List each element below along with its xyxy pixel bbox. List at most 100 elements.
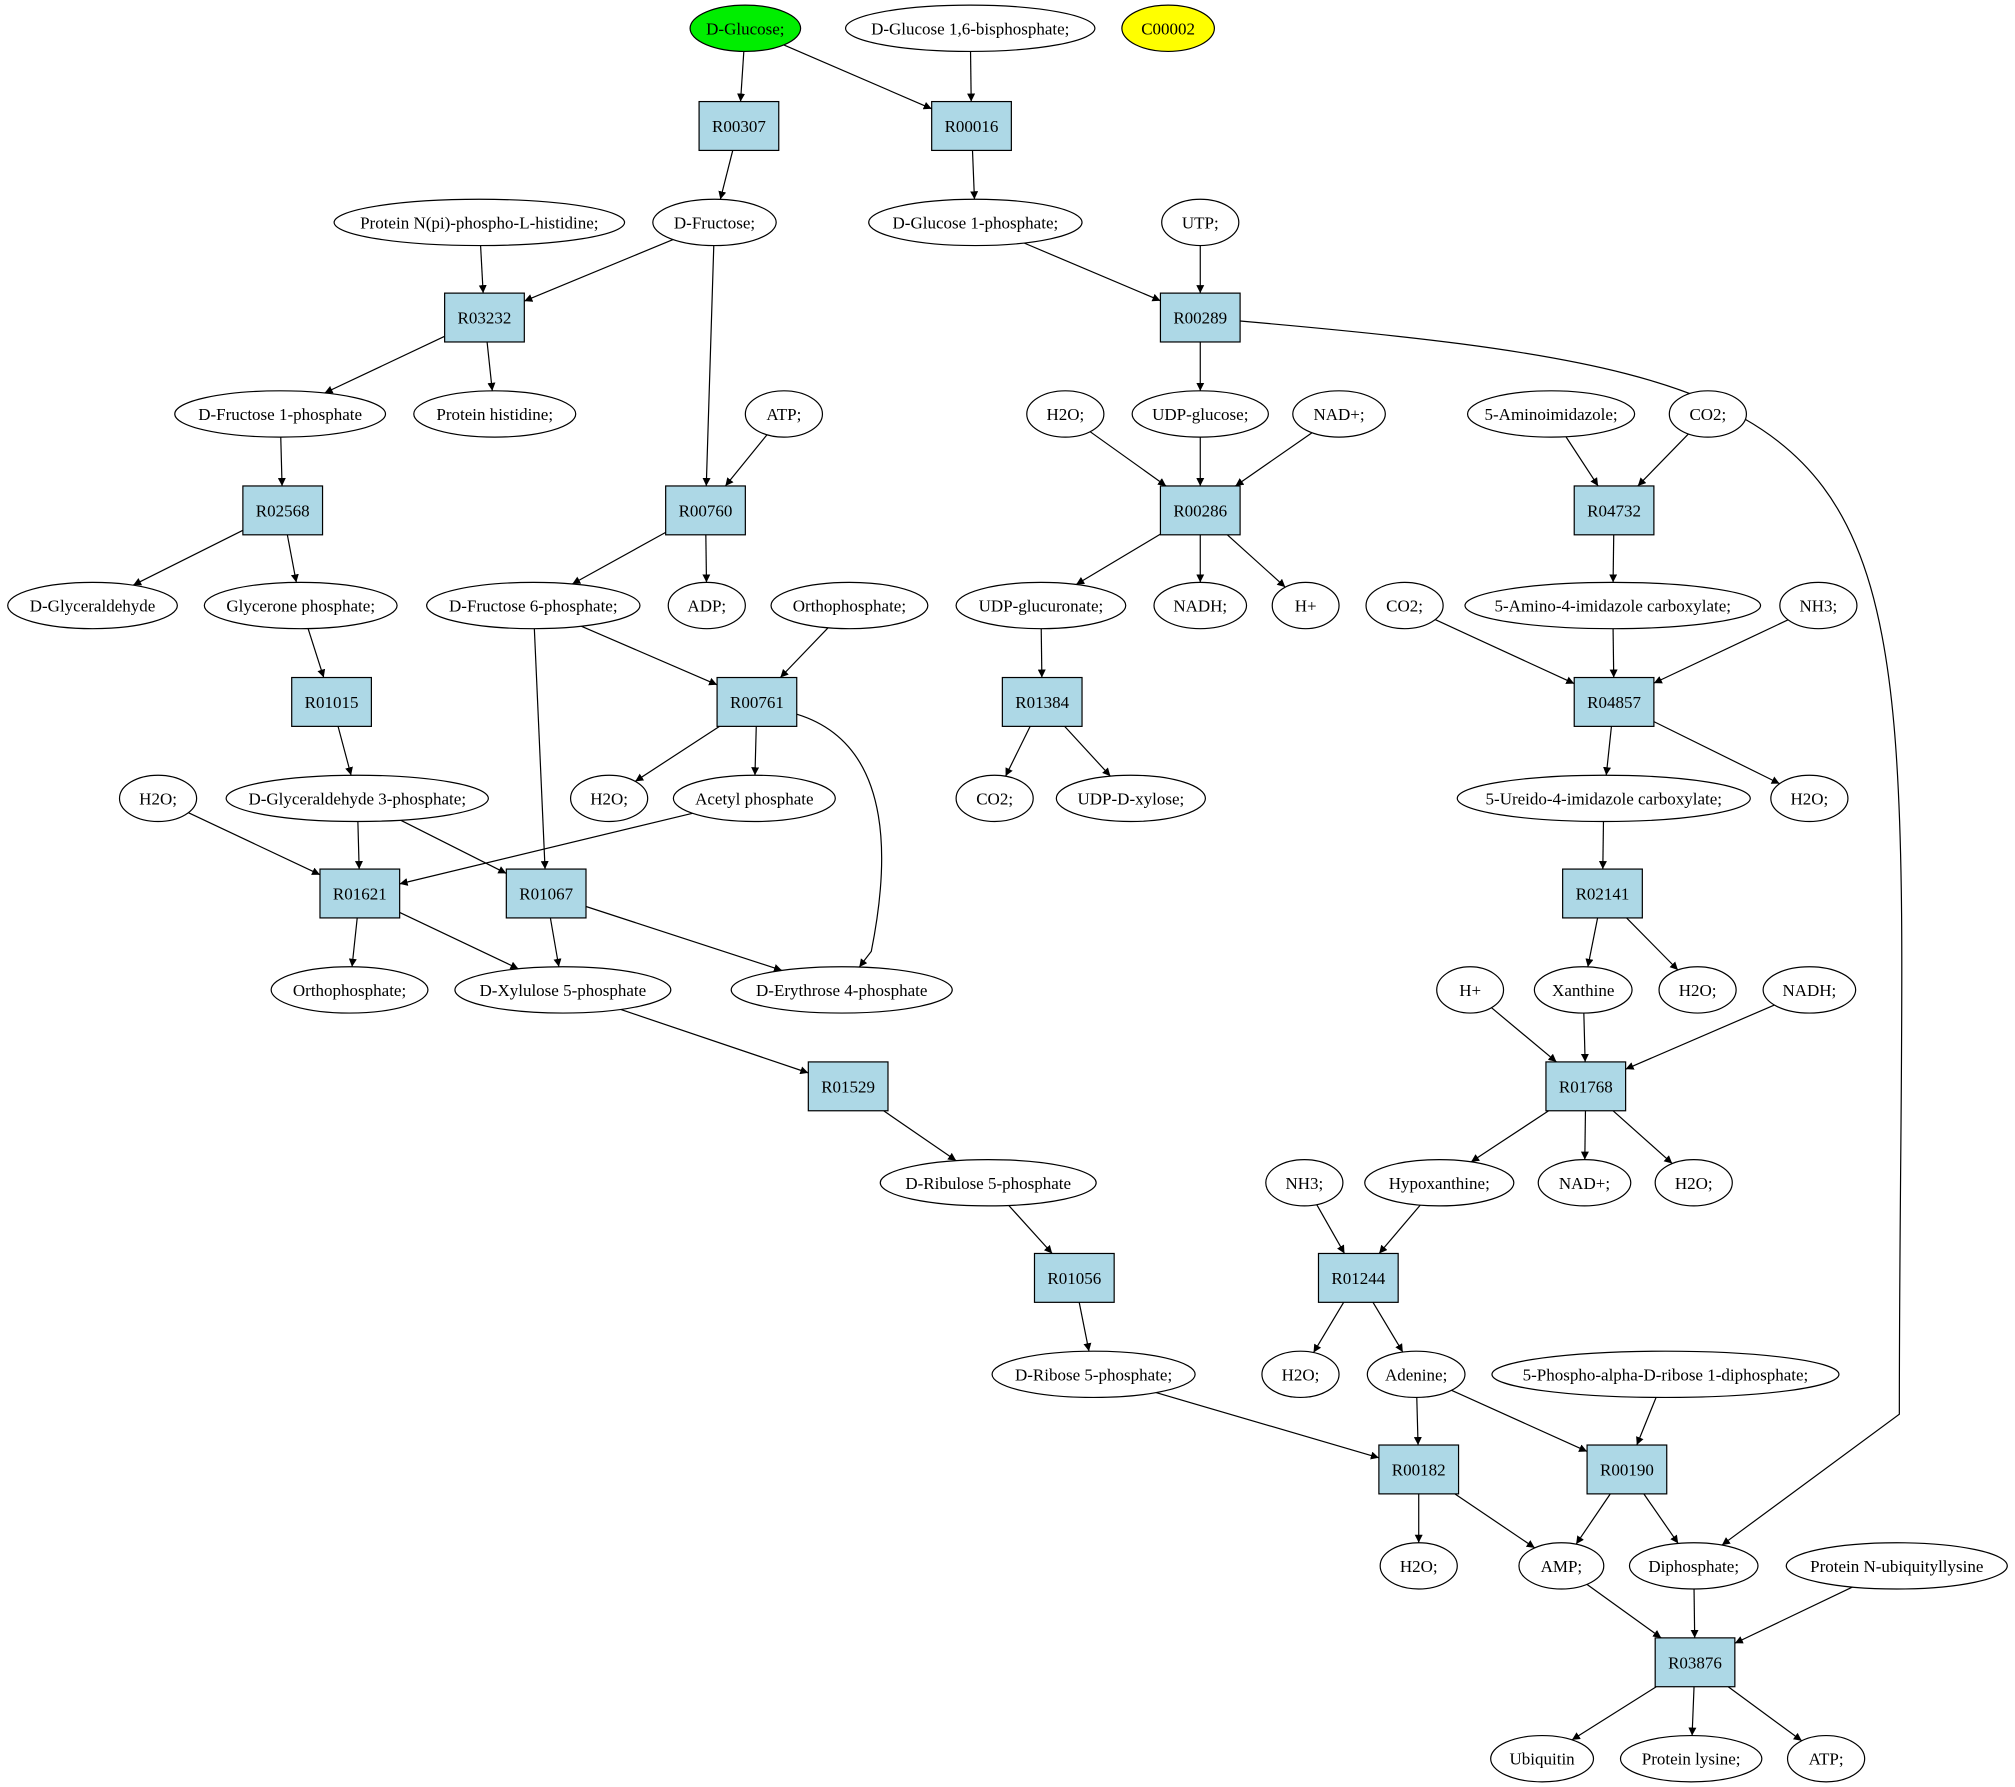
metabolite-ellipse	[1786, 1734, 1866, 1783]
metabolite-node: Orthophosphate;	[270, 966, 429, 1014]
edge-R00016-to-m_g1p	[970, 150, 979, 200]
reaction-node: R00289	[1159, 292, 1241, 343]
reaction-box	[1586, 1444, 1668, 1495]
edge-m_udpglca-to-R01384	[1037, 628, 1046, 678]
metabolite-label: 5-Amino-4-imidazole carboxylate;	[1495, 597, 1732, 616]
metabolite-label: ADP;	[687, 597, 726, 616]
metabolite-ellipse	[118, 774, 198, 823]
metabolite-label: D-Fructose;	[674, 213, 755, 232]
edge-m_5u4ic-to-R02141	[1598, 821, 1607, 870]
reaction-box	[1562, 868, 1643, 919]
metabolite-label: D-Fructose 1-phosphate	[198, 405, 362, 424]
metabolite-ellipse	[652, 198, 777, 247]
edge-m_ppi-to-R03876	[1690, 1589, 1699, 1638]
reaction-label: R01621	[333, 885, 387, 904]
metabolite-label: NH3;	[1799, 597, 1837, 616]
metabolite-node: C00002	[1121, 4, 1215, 53]
metabolite-ellipse	[1619, 1734, 1763, 1783]
reaction-label: R00190	[1600, 1460, 1654, 1479]
edge-R00760-to-m_adp	[702, 534, 711, 583]
edge-R03232-to-m_f1p	[324, 335, 445, 394]
reaction-node: R00190	[1586, 1444, 1668, 1495]
metabolite-ellipse	[426, 581, 641, 630]
metabolite-node: Ubiquitin	[1490, 1734, 1595, 1783]
edge-m_ru5p-to-R01056	[1008, 1205, 1053, 1254]
metabolite-label: 5-Phospho-alpha-D-ribose 1-diphosphate;	[1523, 1365, 1809, 1384]
metabolite-label: ATP;	[1809, 1750, 1844, 1769]
metabolite-label: Protein N-ubiquityllysine	[1810, 1557, 1983, 1576]
reaction-node: R01529	[807, 1061, 889, 1112]
reaction-box	[698, 100, 780, 152]
edge-m_nh3_a-to-R04857	[1653, 619, 1789, 684]
metabolite-node: NH3;	[1265, 1159, 1344, 1207]
reaction-box	[1033, 1252, 1115, 1303]
metabolite-node: H2O;	[1026, 390, 1105, 438]
reaction-label: R04732	[1587, 501, 1641, 520]
metabolite-ellipse	[225, 774, 489, 823]
metabolite-ellipse	[955, 581, 1127, 630]
edge-R00190-to-m_amp	[1575, 1493, 1611, 1545]
edge-R01244-to-m_ade	[1372, 1302, 1404, 1353]
edge-m_co2_a-to-R04732	[1637, 433, 1689, 487]
metabolite-node: Orthophosphate;	[770, 581, 929, 630]
metabolite-label: UDP-glucose;	[1152, 405, 1248, 424]
metabolite-node: Protein histidine;	[413, 390, 577, 438]
reaction-node: R03876	[1654, 1637, 1736, 1688]
metabolite-label: Glycerone phosphate;	[226, 597, 375, 616]
metabolite-node: 5-Amino-4-imidazole carboxylate;	[1464, 581, 1762, 630]
metabolite-label: NADH;	[1173, 597, 1227, 616]
metabolite-ellipse	[1379, 1542, 1458, 1590]
metabolite-node: H2O;	[1261, 1350, 1340, 1399]
reaction-box	[291, 676, 372, 727]
edge-R00289-to-m_ppi	[1240, 320, 1903, 1546]
reaction-box	[1545, 1061, 1627, 1112]
metabolite-node: H2O;	[1658, 966, 1737, 1014]
edge-m_nh3_b-to-R01244	[1316, 1204, 1345, 1254]
edge-m_acp-to-R01621	[399, 812, 693, 886]
metabolite-ellipse	[689, 4, 802, 53]
nodes-layer: D-Glucose;D-Glucose 1,6-bisphosphate;C00…	[7, 4, 2008, 1783]
metabolite-node: D-Glucose;	[689, 4, 802, 53]
metabolite-label: D-Glyceraldehyde	[30, 597, 156, 616]
metabolite-label: Protein lysine;	[1642, 1750, 1741, 1769]
metabolite-node: D-Xylulose 5-phosphate	[454, 966, 672, 1014]
metabolite-ellipse	[1762, 966, 1857, 1014]
metabolite-label: H2O;	[139, 789, 177, 808]
metabolite-ellipse	[1654, 1159, 1733, 1207]
reaction-node: R00182	[1378, 1444, 1460, 1495]
metabolite-label: Diphosphate;	[1648, 1557, 1739, 1576]
reaction-label: R01067	[519, 885, 573, 904]
reaction-box	[807, 1061, 889, 1112]
edge-R01768-to-m_nad_b	[1580, 1110, 1589, 1160]
metabolite-ellipse	[1271, 581, 1340, 630]
edge-R01067-to-m_e4p	[585, 905, 783, 972]
edge-m_fructose-to-R03232	[524, 238, 674, 302]
edge-R02568-to-m_dhap	[286, 534, 299, 583]
metabolite-ellipse	[770, 581, 929, 630]
edge-R01056-to-m_r5p	[1078, 1302, 1092, 1352]
metabolite-node: H2O;	[1379, 1542, 1458, 1590]
edge-m_nadh_b-to-R01768	[1625, 1004, 1775, 1070]
edge-R01067-to-m_x5p	[549, 917, 562, 967]
edge-m_pi_a-to-R00761	[779, 627, 829, 678]
metabolite-label: AMP;	[1541, 1557, 1583, 1576]
metabolite-label: H2O;	[1282, 1365, 1320, 1384]
reaction-node: R01244	[1317, 1252, 1399, 1303]
reaction-box	[1573, 485, 1655, 536]
metabolite-label: Acetyl phosphate	[695, 789, 814, 808]
edge-m_5a4ic-to-R04857	[1609, 628, 1618, 678]
edge-m_g3p-to-R01067	[400, 819, 507, 874]
reaction-box	[1378, 1444, 1460, 1495]
edge-m_f6p-to-R01067	[533, 628, 549, 870]
edge-m_g3p-to-R01621	[354, 821, 363, 870]
metabolite-ellipse	[1779, 581, 1858, 630]
edge-R01015-to-m_g3p	[337, 726, 353, 776]
reaction-box	[716, 676, 798, 727]
edges-layer	[132, 44, 1903, 1742]
metabolite-ellipse	[1436, 966, 1505, 1014]
edge-m_hyp-to-R01244	[1378, 1204, 1421, 1254]
reaction-node: R00761	[716, 676, 798, 727]
metabolite-label: D-Fructose 6-phosphate;	[449, 597, 618, 616]
metabolite-label: Adenine;	[1385, 1365, 1447, 1384]
reaction-label: R00761	[730, 693, 784, 712]
